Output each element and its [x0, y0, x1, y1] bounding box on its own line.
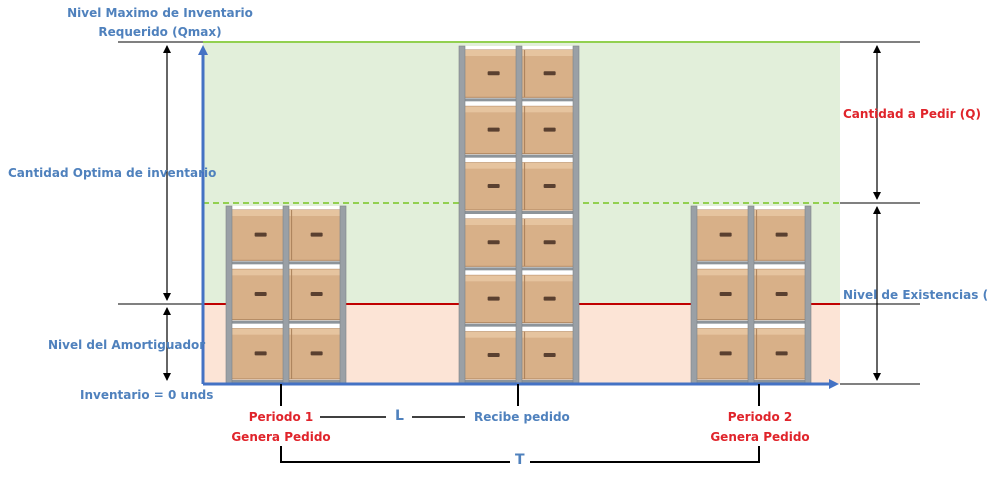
rack-upright — [225, 205, 233, 385]
rack-upright — [515, 45, 523, 385]
box-handle — [487, 352, 500, 357]
box-handle — [543, 240, 556, 245]
rack-upright — [747, 205, 755, 385]
box-handle — [543, 183, 556, 188]
box-handle — [254, 351, 267, 356]
box-handle — [487, 71, 500, 76]
zero-inventory-label: Inventario = 0 unds — [80, 388, 214, 402]
box-handle — [775, 291, 788, 296]
qmax-label-line1: Nivel Maximo de Inventario — [67, 6, 253, 20]
shelves-group — [225, 45, 812, 385]
rack-upright — [572, 45, 580, 385]
lead-time-label: L — [395, 408, 404, 424]
box-handle — [487, 127, 500, 132]
qmax-label: Nivel Maximo de Inventario Requerido (Qm… — [55, 6, 265, 40]
box-handle — [543, 296, 556, 301]
box-handle — [775, 232, 788, 237]
shelf-period-1 — [225, 205, 347, 385]
rack-upright — [804, 205, 812, 385]
period-1-label: Periodo 1 Genera Pedido — [221, 410, 341, 445]
order-qty-label: Cantidad a Pedir (Q) — [843, 107, 981, 121]
qmax-label-line2: Requerido (Qmax) — [98, 25, 222, 39]
optimal-qty-label: Cantidad Optima de inventario — [8, 166, 217, 180]
shelf-period-2 — [690, 205, 812, 385]
period-2-line2: Genera Pedido — [710, 430, 810, 444]
box-handle — [775, 351, 788, 356]
period-1-line1: Periodo 1 — [248, 410, 314, 424]
rack-upright — [339, 205, 347, 385]
box-handle — [254, 291, 267, 296]
box-handle — [543, 352, 556, 357]
shelf-receive — [458, 45, 580, 385]
period-2-label: Periodo 2 Genera Pedido — [700, 410, 820, 445]
box-handle — [719, 351, 732, 356]
box-handle — [487, 296, 500, 301]
cycle-bracket — [280, 446, 760, 463]
box-handle — [543, 71, 556, 76]
box-handle — [719, 291, 732, 296]
cycle-time-label: T — [515, 452, 525, 468]
stock-level-label: Nivel de Existencias (I) — [843, 288, 988, 302]
period-2-line1: Periodo 2 — [727, 410, 793, 424]
box-handle — [719, 232, 732, 237]
box-handle — [310, 232, 323, 237]
box-handle — [310, 351, 323, 356]
rack-upright — [282, 205, 290, 385]
box-handle — [487, 240, 500, 245]
box-handle — [543, 127, 556, 132]
box-handle — [310, 291, 323, 296]
rack-upright — [690, 205, 698, 385]
rack-upright — [458, 45, 466, 385]
buffer-label: Nivel del Amortiguador — [48, 338, 206, 352]
box-handle — [487, 183, 500, 188]
receive-order-label: Recibe pedido — [474, 410, 570, 424]
period-1-line2: Genera Pedido — [231, 430, 331, 444]
box-handle — [254, 232, 267, 237]
